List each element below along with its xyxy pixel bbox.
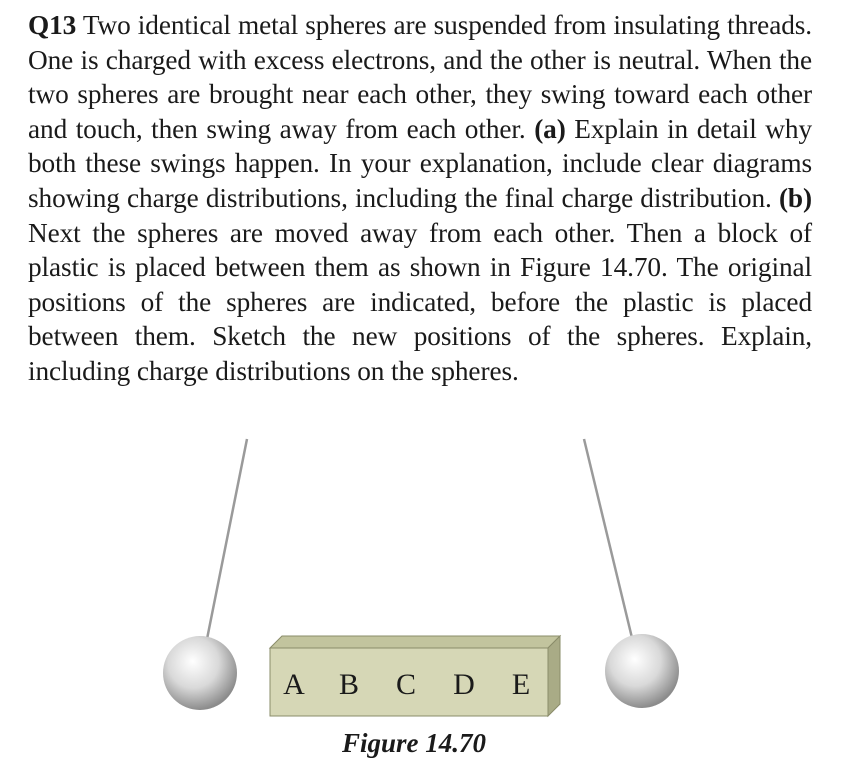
part-a-text: Explain in detail why both these swings … xyxy=(28,113,813,213)
question-intro: Two identical metal spheres are suspende… xyxy=(28,10,812,144)
left-thread xyxy=(204,438,249,645)
block-label-a: A xyxy=(283,668,305,701)
block-label-e: E xyxy=(512,668,530,701)
plastic-block-front xyxy=(269,647,549,717)
right-sphere xyxy=(605,634,679,708)
figure-14-70: A B C D E xyxy=(0,430,842,767)
part-b-text: Next the spheres are moved away from eac… xyxy=(28,217,812,386)
plastic-block-top xyxy=(268,635,562,649)
block-label-b: B xyxy=(339,668,359,701)
plastic-block-side xyxy=(547,634,561,718)
question-number: Q13 xyxy=(28,10,77,40)
figure-caption: Figure 14.70 xyxy=(341,728,487,758)
question-text: Q13 Two identical metal spheres are susp… xyxy=(28,8,812,389)
block-label-c: C xyxy=(396,668,416,701)
block-label-d: D xyxy=(453,668,475,701)
right-thread xyxy=(582,438,635,643)
part-a-label: (a) xyxy=(534,113,566,144)
left-sphere xyxy=(163,636,237,710)
figure-drawing: A B C D E xyxy=(163,438,679,718)
plastic-block xyxy=(268,634,562,718)
part-b-label: (b) xyxy=(778,182,812,213)
